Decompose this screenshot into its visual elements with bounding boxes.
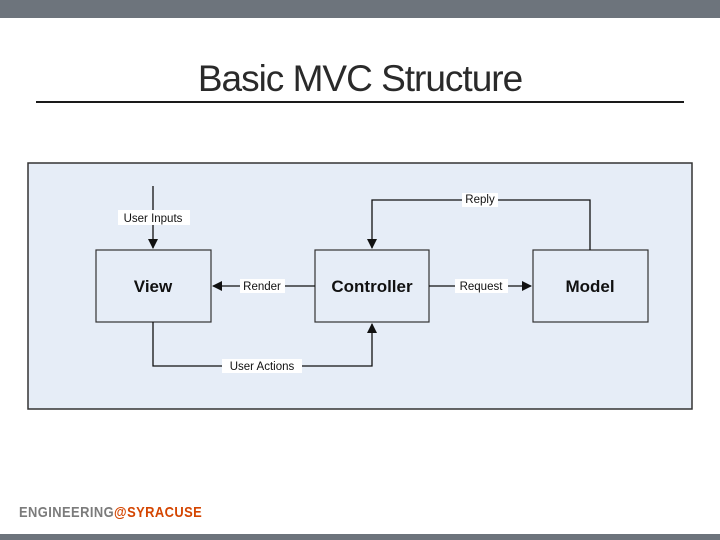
view-label: View (134, 277, 173, 296)
title-underline (36, 101, 684, 103)
engineering-syracuse-logo: ENGINEERING@SYRACUSE (19, 504, 202, 521)
render-label: Render (243, 281, 281, 293)
user-actions-label: User Actions (230, 361, 295, 373)
request-label: Request (460, 281, 504, 293)
controller-label: Controller (331, 277, 413, 296)
controller-box (314, 249, 430, 323)
user-inputs-label-bg (118, 210, 190, 225)
logo-syracuse: SYRACUSE (127, 504, 203, 521)
request-label-bg (455, 279, 508, 293)
logo-engineering: ENGINEERING (19, 504, 115, 521)
bottom-bar (0, 534, 720, 540)
user-inputs-label: User Inputs (124, 213, 183, 225)
user-actions-label-bg (222, 359, 302, 373)
slide-title: Basic MVC Structure (197, 58, 523, 99)
model-label: Model (565, 277, 614, 296)
logo-at: @ (114, 504, 128, 521)
top-bar (0, 0, 720, 18)
render-label-bg (240, 279, 285, 293)
reply-label: Reply (465, 194, 495, 206)
reply-label-bg (462, 193, 498, 207)
